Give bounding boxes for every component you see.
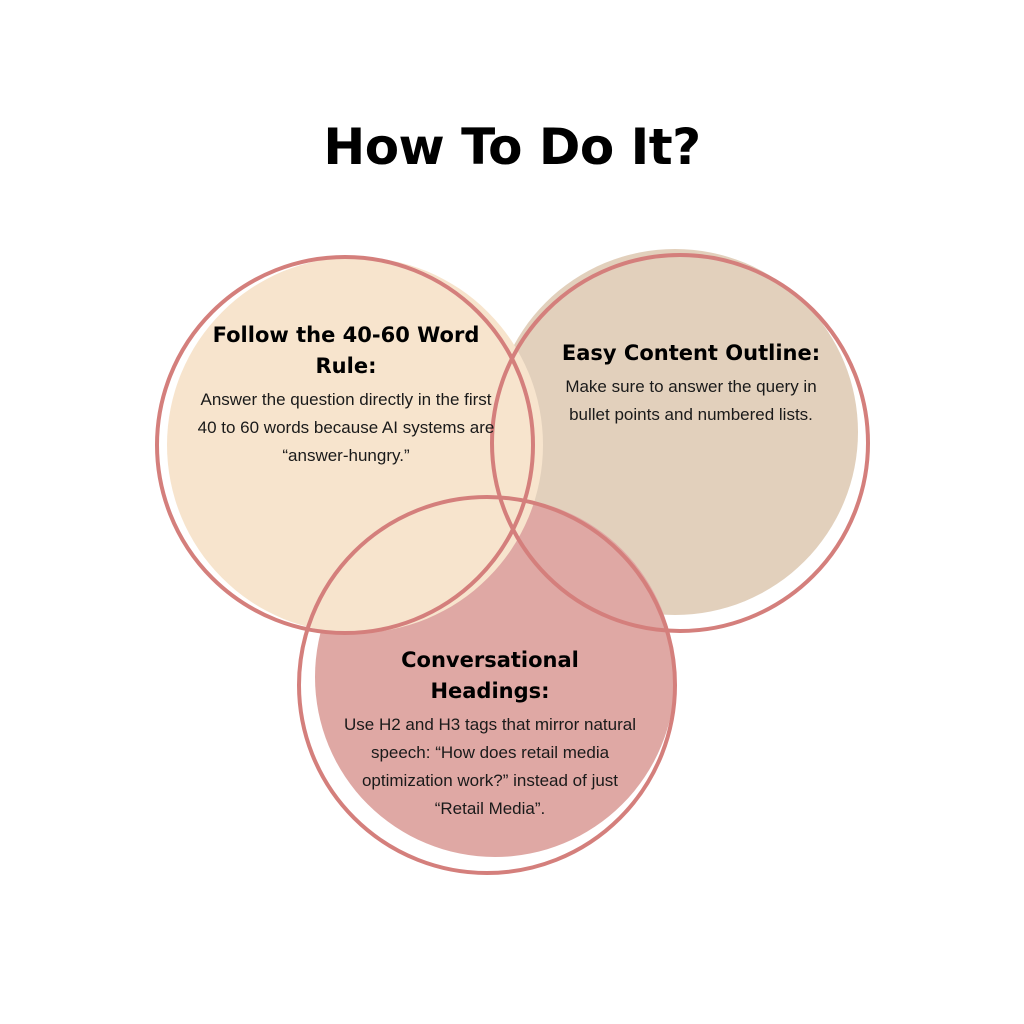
circle-left-body: Answer the question directly in the firs… xyxy=(197,390,495,465)
circle-left-text: Follow the 40-60 Word Rule: Answer the q… xyxy=(196,320,496,470)
circle-right-text: Easy Content Outline: Make sure to answe… xyxy=(556,338,826,429)
circle-right-heading: Easy Content Outline: xyxy=(561,341,821,365)
circle-right-body: Make sure to answer the query in bullet … xyxy=(565,377,817,424)
circle-bottom-heading: Conversational Headings: xyxy=(401,648,579,703)
circle-bottom-outline xyxy=(297,495,677,875)
circle-left-heading: Follow the 40-60 Word Rule: xyxy=(212,323,480,378)
circle-bottom-body: Use H2 and H3 tags that mirror natural s… xyxy=(344,715,636,818)
circle-bottom-text: Conversational Headings: Use H2 and H3 t… xyxy=(340,645,640,823)
circle-right-outline xyxy=(490,253,870,633)
circle-left-outline xyxy=(155,255,535,635)
page-title: How To Do It? xyxy=(323,118,701,176)
circle-left-fill xyxy=(167,257,543,633)
